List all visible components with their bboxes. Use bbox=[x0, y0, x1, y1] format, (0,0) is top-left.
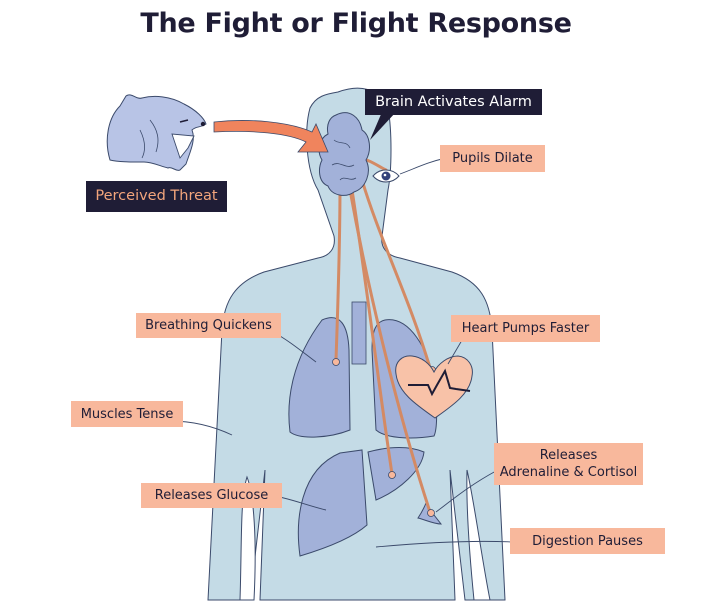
heartbeat-line-icon bbox=[408, 368, 471, 397]
breathing-quickens-label: Breathing Quickens bbox=[136, 313, 281, 338]
nerve-end-lungs bbox=[332, 358, 340, 366]
heart-pumps-faster-label: Heart Pumps Faster bbox=[451, 315, 600, 342]
eye-icon bbox=[372, 169, 400, 183]
speech-bubble-tail bbox=[370, 112, 396, 140]
nerve-to-adrenal bbox=[348, 188, 432, 514]
diagram-title: The Fight or Flight Response bbox=[140, 8, 572, 39]
releases-glucose-label: Releases Glucose bbox=[141, 483, 282, 508]
nerve-end-adrenal bbox=[427, 509, 435, 517]
threat-arrow-icon bbox=[213, 120, 329, 153]
heart bbox=[395, 355, 473, 419]
muscles-tense-label: Muscles Tense bbox=[71, 401, 183, 427]
perceived-threat-label: Perceived Threat bbox=[86, 181, 227, 212]
nerve-to-heart bbox=[360, 178, 432, 370]
liver bbox=[297, 449, 368, 557]
arm-gap-right bbox=[466, 469, 491, 601]
brain-folds bbox=[331, 139, 357, 181]
pupils-dilate-label: Pupils Dilate bbox=[440, 145, 545, 172]
tiger-head-icon bbox=[106, 94, 207, 171]
adrenaline-label-line1: Releases bbox=[539, 448, 598, 463]
brain-callout-label: Brain Activates Alarm bbox=[365, 89, 542, 115]
nerve-end-stomach bbox=[388, 471, 396, 479]
adrenaline-label-line2: Adrenaline & Cortisol bbox=[499, 465, 638, 480]
left-lung bbox=[288, 317, 351, 438]
leader-adrenaline bbox=[435, 470, 497, 513]
nerve-to-lungs bbox=[334, 183, 342, 362]
trachea bbox=[351, 301, 367, 365]
adrenaline-cortisol-label: Releases Adrenaline & Cortisol bbox=[494, 443, 643, 485]
leader-digestion bbox=[375, 540, 514, 548]
digestion-pauses-label: Digestion Pauses bbox=[510, 528, 665, 554]
brain bbox=[318, 112, 370, 196]
